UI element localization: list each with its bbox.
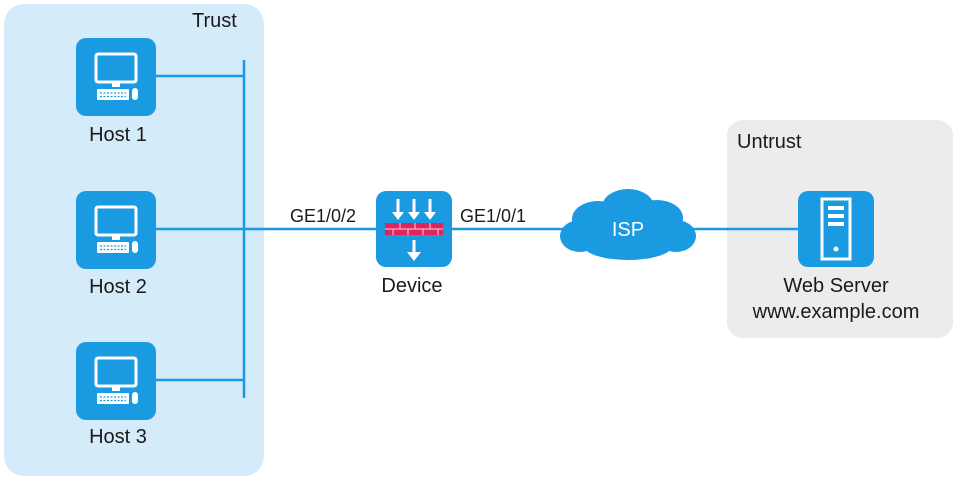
server-label: Web Server (783, 275, 889, 297)
firewall-icon (392, 199, 436, 220)
host-1-label: Host 1 (89, 124, 147, 146)
isp-cloud: ISP (560, 189, 696, 260)
server-icon-bg (798, 191, 874, 267)
host-3-label: Host 3 (89, 426, 147, 448)
links (146, 60, 798, 398)
host-2: Host 2 (76, 191, 156, 298)
host-2-label: Host 2 (89, 276, 147, 298)
host-3: Host 3 (76, 342, 156, 448)
isp-label: ISP (612, 219, 644, 241)
arrow-down-icon (407, 240, 421, 261)
device: Device GE1/0/2 GE1/0/1 (290, 191, 526, 297)
untrust-zone-label: Untrust (737, 131, 802, 153)
server-icon (820, 197, 852, 261)
host-2-icon-bg (76, 191, 156, 269)
device-label: Device (381, 275, 442, 297)
port-right-label: GE1/0/1 (460, 206, 526, 226)
host-1-icon-bg (76, 38, 156, 116)
host-1: Host 1 (76, 38, 156, 146)
server-domain: www.example.com (752, 301, 920, 323)
cloud-icon (560, 189, 696, 260)
web-server: Web Server www.example.com (752, 191, 920, 323)
trust-zone-label: Trust (192, 10, 237, 32)
port-left-label: GE1/0/2 (290, 206, 356, 226)
host-3-icon-bg (76, 342, 156, 420)
